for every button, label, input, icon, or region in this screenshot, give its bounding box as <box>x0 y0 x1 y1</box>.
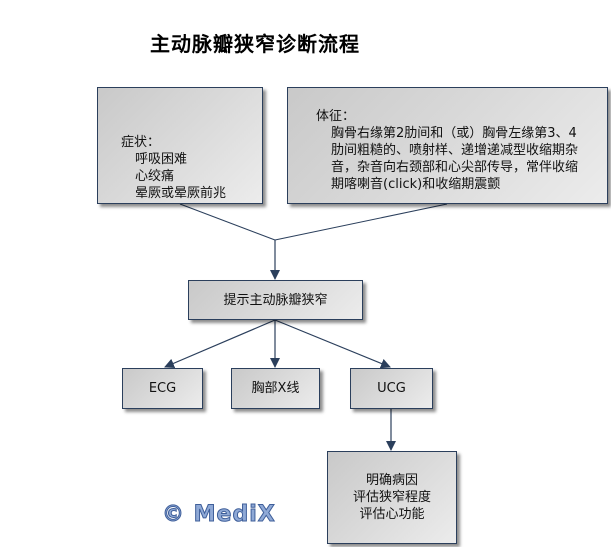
signs-line: 胸骨右缘第2肋间和（或）胸骨左缘第3、4 <box>331 126 577 141</box>
hint-box: 提示主动脉瓣狭窄 <box>188 280 363 320</box>
hint-label: 提示主动脉瓣狭窄 <box>223 292 328 308</box>
result-line: 评估狭窄程度 <box>352 490 431 505</box>
signs-line: 音，杂音向右颈部和心尖部传导，常伴收缩 <box>331 160 579 175</box>
test-label: UCG <box>377 381 406 396</box>
connector-symptoms <box>179 203 276 241</box>
symptoms-box: 症状： 呼吸困难 心绞痛 晕厥或晕厥前兆 <box>97 87 263 204</box>
signs-heading: 体征： <box>316 109 356 124</box>
test-box-ucg: UCG <box>350 368 433 409</box>
symptom-item: 晕厥或晕厥前兆 <box>135 186 227 201</box>
test-box-xray: 胸部X线 <box>231 368 320 409</box>
test-label: 胸部X线 <box>251 381 300 396</box>
result-line: 明确病因 <box>365 473 418 488</box>
symptom-item: 呼吸困难 <box>135 152 188 167</box>
symptoms-heading: 症状： <box>121 135 161 150</box>
result-line: 评估心功能 <box>359 507 425 522</box>
signs-box: 体征： 胸骨右缘第2肋间和（或）胸骨左缘第3、4 肋间粗糙的、喷射样、递增递减型… <box>287 87 608 204</box>
result-box: 明确病因 评估狭窄程度 评估心功能 <box>327 451 457 544</box>
diagram-title: 主动脉瓣狭窄诊断流程 <box>150 32 360 56</box>
test-label: ECG <box>148 381 177 396</box>
test-box-ecg: ECG <box>122 368 203 409</box>
watermark-logo: © MediX <box>162 502 276 528</box>
connector-signs <box>274 203 448 241</box>
signs-line: 期喀喇音(click)和收缩期震颤 <box>331 177 501 192</box>
symptom-item: 心绞痛 <box>135 169 175 184</box>
arrow-to-ecg <box>164 319 276 369</box>
arrow-to-ucg <box>274 319 391 369</box>
signs-line: 肋间粗糙的、喷射样、递增递减型收缩期杂 <box>331 143 579 158</box>
